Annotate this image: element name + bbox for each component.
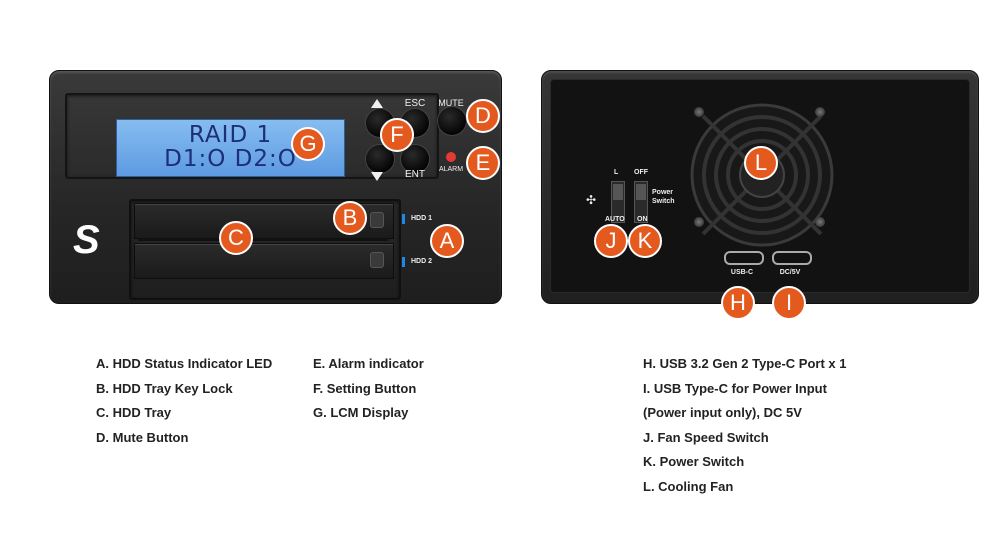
callout-i: I — [772, 286, 806, 320]
callout-j: J — [594, 224, 628, 258]
legend-item: D. Mute Button — [96, 429, 189, 445]
ent-label: ENT — [405, 169, 425, 180]
power-switch-label: Power Switch — [652, 189, 675, 205]
callout-g: G — [291, 127, 325, 161]
fan-screw — [694, 107, 704, 117]
hdd1-label: HDD 1 — [411, 215, 433, 222]
legend-item: G. LCM Display — [313, 405, 409, 420]
esc-label: ESC — [404, 98, 426, 109]
legend-right: H. USB 3.2 Gen 2 Type-C Port x 1 I. USB … — [643, 356, 846, 503]
tray-handle — [138, 238, 388, 241]
legend-item: H. USB 3.2 Gen 2 Type-C Port x 1 — [643, 356, 847, 371]
usb-c-port[interactable] — [724, 251, 764, 265]
power-switch-knob — [636, 184, 646, 200]
hdd2-label: HDD 2 — [411, 258, 433, 265]
callout-k: K — [628, 224, 662, 258]
brand-logo: S — [73, 218, 100, 262]
callout-b: B — [333, 201, 367, 235]
power-on-label: ON — [637, 216, 648, 223]
legend-item: I. USB Type-C for Power Input — [643, 380, 827, 396]
back-panel: L AUTO ✣ OFF ON Power Switch USB-C DC/5V — [541, 70, 979, 304]
legend-item: A. HDD Status Indicator LED — [96, 356, 273, 371]
tray-2-key-lock[interactable] — [370, 252, 384, 268]
tray-1-key-lock[interactable] — [370, 212, 384, 228]
legend-item: B. HDD Tray Key Lock — [96, 380, 233, 396]
tray-bay — [129, 199, 401, 300]
fan-speed-switch[interactable] — [611, 181, 625, 223]
alarm-label: ALARM — [438, 166, 464, 173]
callout-h: H — [721, 286, 755, 320]
fan-speed-auto-label: AUTO — [605, 216, 625, 223]
ent-button[interactable] — [401, 145, 429, 173]
callout-c: C — [219, 221, 253, 255]
legend-item: J. Fan Speed Switch — [643, 429, 769, 445]
power-switch[interactable] — [634, 181, 648, 223]
legend-item: E. Alarm indicator — [313, 356, 424, 371]
legend-left: A. HDD Status Indicator LED B. HDD Tray … — [96, 356, 272, 454]
mute-button[interactable] — [438, 107, 466, 135]
display-bezel — [65, 93, 439, 179]
front-panel: RAID 1 D1:O D2:O ESC MUTE ENT ALARM HDD … — [49, 70, 502, 304]
alarm-led — [446, 152, 456, 162]
fan-switch-knob — [613, 184, 623, 200]
fan-speed-low-label: L — [614, 169, 619, 176]
dc-5v-port[interactable] — [772, 251, 812, 265]
legend-item: C. HDD Tray — [96, 405, 172, 420]
callout-a: A — [430, 224, 464, 258]
legend-item: F. Setting Button — [313, 380, 417, 396]
hdd-tray-2[interactable] — [134, 243, 394, 279]
lcd-line-2: D1:O D2:O — [164, 146, 297, 172]
fan-screw — [815, 217, 825, 227]
callout-l: L — [744, 146, 778, 180]
power-off-label: OFF — [634, 169, 648, 176]
fan-screw — [694, 217, 704, 227]
hdd1-status-led — [402, 214, 405, 224]
callout-d: D — [466, 99, 500, 133]
fan-screw — [815, 107, 825, 117]
legend-item: (Power input only), DC 5V — [643, 405, 802, 420]
up-arrow-icon — [371, 99, 383, 108]
down-arrow-icon — [371, 172, 383, 181]
cooling-fan — [690, 103, 834, 247]
fan-icon: ✣ — [586, 193, 597, 207]
hdd2-status-led — [402, 257, 405, 267]
callout-f: F — [380, 118, 414, 152]
legend-item: K. Power Switch — [643, 454, 745, 469]
callout-e: E — [466, 146, 500, 180]
legend-item: L. Cooling Fan — [643, 478, 734, 494]
legend-middle: E. Alarm indicator F. Setting Button G. … — [313, 356, 424, 430]
mute-label: MUTE — [438, 98, 464, 108]
dc-5v-label: DC/5V — [779, 269, 801, 276]
lcd-line-1: RAID 1 — [188, 122, 273, 148]
usb-c-label: USB-C — [730, 269, 754, 276]
